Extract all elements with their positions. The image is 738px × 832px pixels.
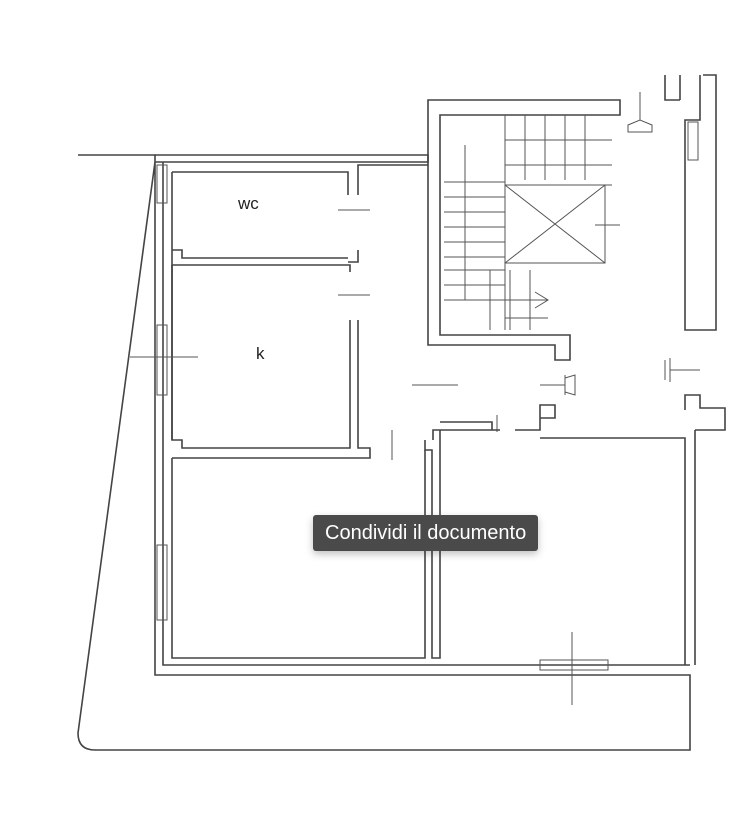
staircase xyxy=(444,115,612,330)
apartment-outline xyxy=(162,162,690,666)
window-wc xyxy=(156,164,168,204)
window-bottom xyxy=(539,659,609,671)
stair-core-walls xyxy=(427,99,621,361)
window-right xyxy=(687,121,699,161)
share-document-tooltip: Condividi il documento xyxy=(313,515,539,551)
outer-wall-top xyxy=(155,154,429,163)
outer-wall xyxy=(77,154,691,751)
room-label-kitchen: k xyxy=(256,344,265,363)
right-wall-segments xyxy=(664,74,717,331)
wc-room-walls xyxy=(172,164,428,263)
kitchen-room-walls xyxy=(171,264,371,459)
room-label-wc: wc xyxy=(237,194,259,213)
lamp-symbol-1 xyxy=(627,92,653,133)
right-room-walls xyxy=(424,394,726,665)
lamp-symbol-3 xyxy=(664,358,700,382)
window-kitchen xyxy=(156,324,168,396)
lamp-symbol-2 xyxy=(540,374,576,396)
window-living xyxy=(156,544,168,621)
